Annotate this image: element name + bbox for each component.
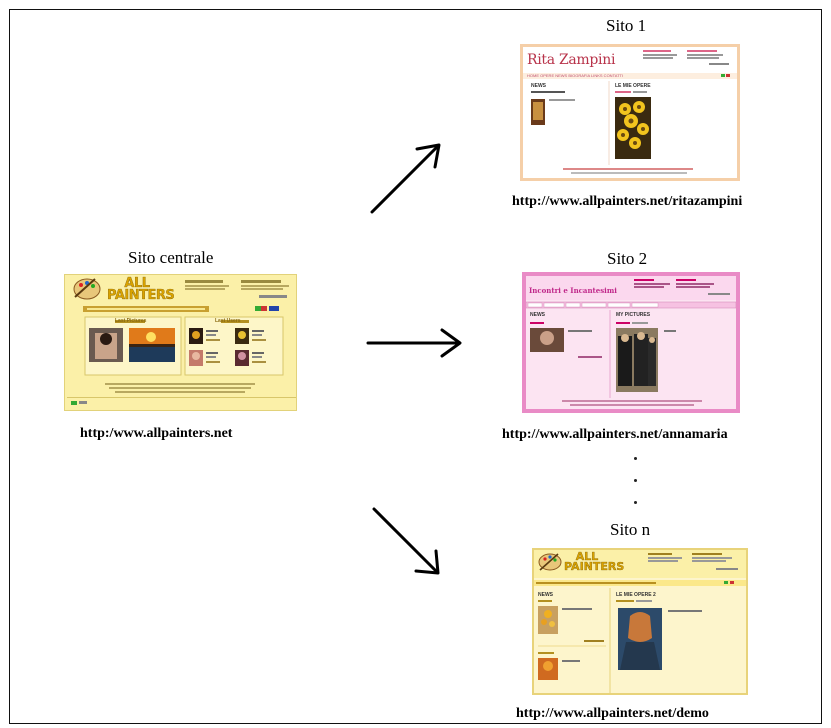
arrow-to-sito-1 — [370, 143, 441, 214]
ellipsis-dot — [634, 457, 637, 460]
central-last-users-title: Last Users — [215, 318, 241, 324]
ellipsis-dot — [634, 501, 637, 504]
sito-n-news-heading: NEWS — [538, 592, 553, 598]
sito-2-thumbnail — [526, 276, 736, 406]
sito-n-title: Sito n — [610, 520, 651, 539]
sito-n-thumbnail — [534, 550, 746, 693]
sito-2-pictures-heading: MY PICTURES — [616, 312, 651, 318]
sito-1-screenshot: Rita Zampini HOME OPERE NEWS BIOGRAFIA L… — [520, 44, 740, 181]
arrow-to-sito-2 — [366, 328, 462, 358]
arrow-to-sito-n — [372, 507, 440, 575]
central-last-pictures-title: Last Pictures — [115, 318, 147, 324]
central-logo-text: ALL PAINTERS — [107, 276, 175, 303]
sito-2-url: http://www.allpainters.net/annamaria — [502, 427, 728, 442]
sito-2-header-name: Incontri e Incantesimi — [529, 286, 617, 295]
ellipsis-dot — [634, 479, 637, 482]
sito-2-title: Sito 2 — [607, 249, 648, 268]
sito-1-news-heading: NEWS — [531, 83, 546, 89]
sito-2-news-heading: NEWS — [530, 312, 545, 318]
sito-1-url: http://www.allpainters.net/ritazampini — [512, 194, 743, 209]
sito-1-opere-heading: LE MIE OPERE — [615, 83, 651, 89]
sito-n-logo-text: ALL PAINTERS — [564, 550, 625, 573]
sito-1-header-name: Rita Zampini — [527, 52, 616, 68]
central-site-url: http:/www.allpainters.net — [80, 426, 233, 441]
sito-n-opere-heading: LE MIE OPERE 2 — [616, 592, 656, 598]
central-site-title: Sito centrale — [128, 248, 214, 267]
sito-2-screenshot: Incontri e Incantesimi NEWS MY PICTURES — [522, 272, 740, 413]
sito-1-thumbnail — [523, 47, 737, 174]
sito-n-url: http://www.allpainters.net/demo — [516, 706, 709, 721]
sito-1-nav: HOME OPERE NEWS BIOGRAFIA LINKS CONTATTI — [527, 73, 624, 78]
central-site-screenshot: ALL PAINTERS Last Pictures Last Users — [64, 274, 297, 411]
central-site-thumbnail — [67, 278, 296, 405]
sito-n-screenshot: ALL PAINTERS NEWS LE MIE OPERE 2 — [532, 548, 748, 695]
sito-1-title: Sito 1 — [606, 16, 647, 35]
